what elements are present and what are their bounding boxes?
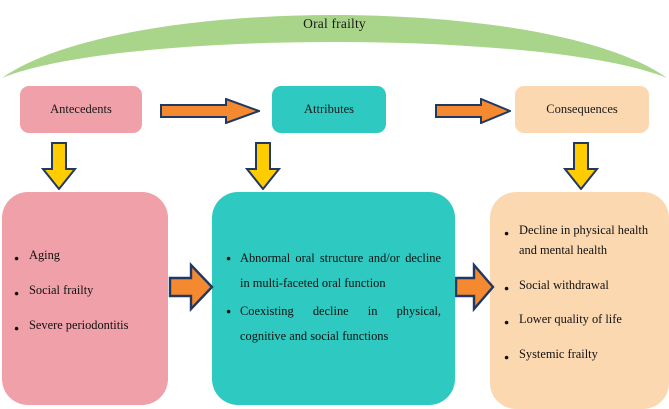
chip-arrow-1-path [160, 97, 262, 125]
panel-attributes-list: Abnormal oral structure and/or decline i… [226, 246, 441, 352]
panel-antecedents-list: Aging Social frailty Severe periodontiti… [14, 246, 156, 351]
panel-arrow-1-shape [168, 262, 214, 312]
list-item: Decline in physical health and mental he… [504, 221, 655, 261]
list-item: Lower quality of life [504, 310, 655, 334]
down-arrow-antecedents-path [40, 142, 78, 191]
umbrella-label: Oral frailty [303, 16, 366, 31]
panel-arrow-2 [454, 261, 495, 313]
down-arrow-antecedents-shape [40, 142, 78, 191]
chip-consequences[interactable]: Consequences [515, 86, 649, 133]
down-arrow-consequences-path [562, 142, 600, 191]
umbrella-arc: Oral frailty [0, 0, 669, 86]
panel-arrow-1 [168, 262, 214, 312]
chip-attributes[interactable]: Attributes [272, 86, 386, 133]
list-item: Social frailty [14, 281, 156, 305]
chip-arrow-2 [435, 97, 513, 125]
umbrella-arc-path [2, 15, 667, 78]
panel-arrow-1-path [168, 262, 214, 312]
down-arrow-attributes [244, 142, 282, 191]
down-arrow-consequences [562, 142, 600, 191]
chip-antecedents-label: Antecedents [50, 102, 112, 116]
chip-consequences-label: Consequences [546, 102, 618, 116]
down-arrow-consequences-shape [562, 142, 600, 191]
down-arrow-attributes-path [244, 142, 282, 191]
umbrella-arc-shape [2, 15, 667, 78]
chip-arrow-1 [160, 97, 262, 125]
list-item: Coexisting decline in physical, cognitiv… [226, 299, 441, 350]
panel-antecedents: Aging Social frailty Severe periodontiti… [2, 192, 168, 405]
list-item: Severe periodontitis [14, 316, 156, 340]
list-item: Social withdrawal [504, 276, 655, 300]
panel-arrow-2-shape [454, 261, 495, 313]
chip-arrow-2-shape [435, 97, 513, 125]
panel-consequences: Decline in physical health and mental he… [490, 192, 669, 409]
list-item: Systemic frailty [504, 345, 655, 369]
panel-arrow-2-path [454, 261, 495, 313]
panel-attributes: Abnormal oral structure and/or decline i… [212, 192, 455, 405]
chip-arrow-1-shape [160, 97, 262, 125]
panel-consequences-list: Decline in physical health and mental he… [504, 221, 655, 380]
chip-attributes-label: Attributes [304, 102, 354, 116]
chip-antecedents[interactable]: Antecedents [20, 86, 142, 133]
list-item: Abnormal oral structure and/or decline i… [226, 246, 441, 297]
down-arrow-antecedents [40, 142, 78, 191]
down-arrow-attributes-shape [244, 142, 282, 191]
list-item: Aging [14, 246, 156, 270]
chip-arrow-2-path [435, 97, 513, 125]
